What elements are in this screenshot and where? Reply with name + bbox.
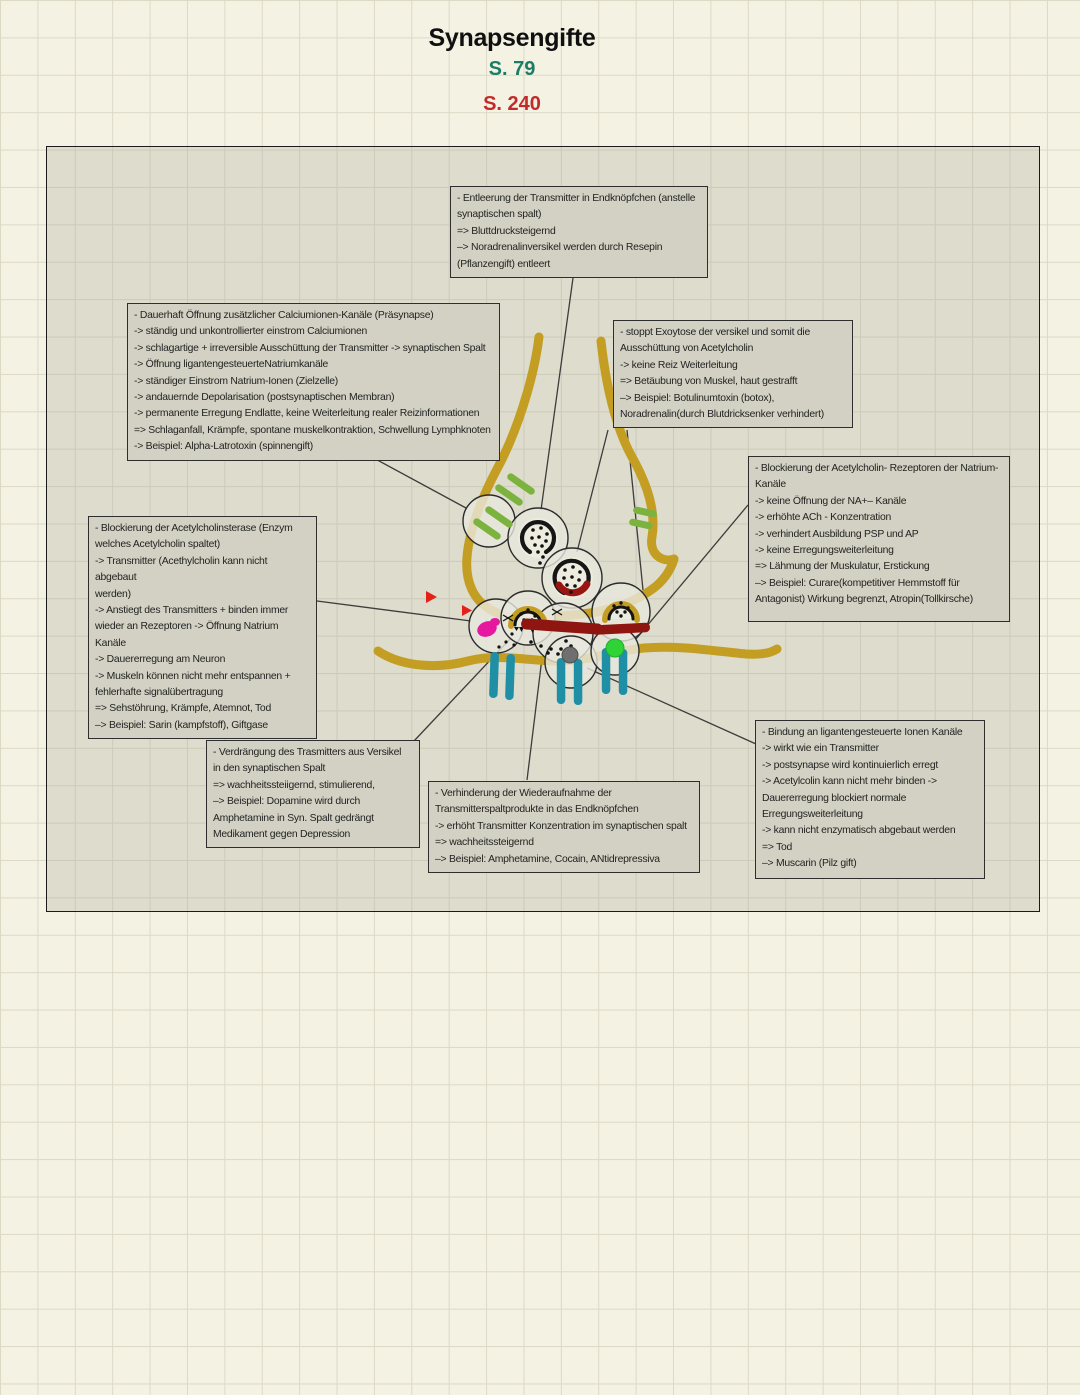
note-box-botox: - stoppt Exoytose der versikel und somit…	[613, 320, 853, 429]
page-title: Synapsengifte	[428, 24, 596, 52]
note-box-sarin: - Blockierung der Acetylcholinsterase (E…	[88, 516, 317, 740]
note-box-muscarin: - Bindung an ligantengesteuerte Ionen Ka…	[755, 720, 985, 879]
note-box-resepin: - Entleerung der Transmitter in Endknöpf…	[450, 186, 708, 279]
page-ref-red: S. 240	[483, 93, 541, 115]
note-box-wiederaufnahme: - Verhinderung der Wiederaufnahme der Tr…	[428, 781, 700, 874]
note-box-calcium-latrotoxin: - Dauerhaft Öffnung zusätzlicher Calcium…	[127, 303, 500, 461]
note-box-curare: - Blockierung der Acetylcholin- Rezeptor…	[748, 456, 1010, 622]
note-box-verdraengung: - Verdrängung des Trasmitters aus Versik…	[206, 740, 420, 849]
page-ref-teal: S. 79	[488, 58, 536, 80]
